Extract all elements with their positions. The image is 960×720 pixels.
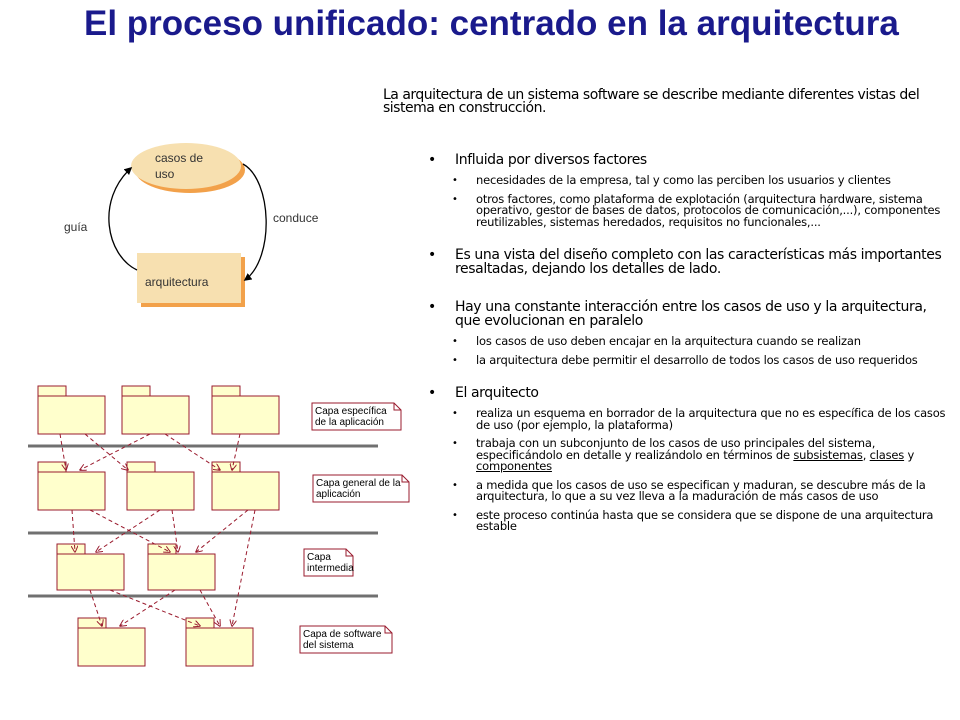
- layer-note: Capa intermedia: [303, 548, 354, 577]
- dependency-arrow: [171, 509, 178, 552]
- usecases-label: uso: [155, 167, 175, 181]
- drives-arrow: [242, 163, 267, 281]
- sub-bullet-item: la arquitectura debe permitir el desarro…: [428, 354, 948, 367]
- dependency-arrow: [109, 589, 200, 626]
- bullet-item: El arquitecto realiza un esquema en borr…: [428, 386, 948, 533]
- term-componentes: componentes: [476, 459, 552, 473]
- dependency-arrow: [89, 509, 170, 552]
- dependency-arrow: [80, 433, 151, 470]
- bullet-text: El arquitecto: [455, 385, 539, 401]
- usecases-node: [131, 143, 241, 189]
- bullet-item: Es una vista del diseño completo con las…: [428, 248, 948, 276]
- architecture-node: [137, 253, 241, 303]
- package-icon: [77, 617, 146, 667]
- sub-bullet-text: trabaja con un subconjunto de los casos …: [476, 436, 876, 462]
- sub-bullet-list: realiza un esquema en borrador de la arq…: [428, 407, 948, 533]
- sub-bullet-item: realiza un esquema en borrador de la arq…: [428, 407, 948, 431]
- dependency-arrow: [164, 433, 220, 470]
- sub-bullet-item: otros factores, como plataforma de explo…: [428, 193, 948, 229]
- layer-diagram: Capa específica de la aplicación Capa ge…: [28, 385, 410, 667]
- bullet-list: Influida por diversos factores necesidad…: [428, 153, 948, 553]
- term-separator: y: [904, 447, 915, 462]
- cycle-diagram: casos de uso arquitectura guía conduce: [64, 143, 319, 307]
- layer-note: Capa general de la aplicación: [312, 474, 410, 503]
- term-subsistemas: subsistemas: [793, 447, 863, 462]
- package-icon: [37, 385, 106, 435]
- sub-bullet-item: a medida que los casos de uso se especif…: [428, 479, 948, 503]
- layer-note: Capa específica de la aplicación: [311, 402, 402, 431]
- dependency-arrow: [196, 509, 249, 552]
- sub-bullet-item: los casos de uso deben encajar en la arq…: [428, 335, 948, 348]
- dependency-arrow: [89, 589, 102, 626]
- sub-bullet-list: los casos de uso deben encajar en la arq…: [428, 335, 948, 367]
- guides-label: guía: [64, 220, 88, 234]
- sub-bullet-item: este proceso continúa hasta que se consi…: [428, 509, 948, 533]
- package-icon: [56, 543, 125, 591]
- bullet-item: Influida por diversos factores necesidad…: [428, 153, 948, 228]
- package-icon: [37, 461, 106, 511]
- package-icon: [147, 543, 216, 591]
- sub-bullet-list: necesidades de la empresa, tal y como la…: [428, 174, 948, 229]
- bullet-text: Es una vista del diseño completo con las…: [455, 247, 942, 277]
- dependency-arrow: [120, 589, 176, 626]
- note-text: intermedia: [307, 563, 354, 574]
- note-text: Capa: [307, 552, 331, 563]
- bullet-text: Hay una constante interacción entre los …: [455, 299, 927, 329]
- dependency-arrow: [72, 509, 75, 552]
- intro-paragraph: La arquitectura de un sistema software s…: [383, 87, 920, 116]
- dependency-arrow: [232, 433, 241, 470]
- note-text: Capa general de la: [316, 478, 401, 489]
- drives-label: conduce: [273, 211, 319, 225]
- package-icon: [126, 461, 195, 511]
- slide-title: El proceso unificado: centrado en la arq…: [84, 4, 899, 43]
- dependency-arrow: [59, 433, 66, 470]
- bullet-item: Hay una constante interacción entre los …: [428, 300, 948, 366]
- note-text: Capa específica: [315, 406, 387, 417]
- package-icon: [211, 385, 280, 435]
- package-icon: [121, 385, 190, 435]
- package-icon: [211, 461, 280, 511]
- note-text: del sistema: [303, 640, 354, 651]
- usecases-label: casos de: [155, 151, 203, 165]
- note-text: aplicación: [316, 489, 360, 500]
- note-text: Capa de software: [303, 629, 382, 640]
- dependency-arrow: [96, 509, 161, 552]
- term-separator: ,: [862, 447, 870, 462]
- guides-arrow: [108, 166, 138, 271]
- dependency-arrow: [84, 433, 128, 470]
- note-text: de la aplicación: [315, 417, 384, 428]
- sub-bullet-item: necesidades de la empresa, tal y como la…: [428, 174, 948, 187]
- dependency-arrow: [232, 509, 256, 626]
- package-icon: [185, 617, 254, 667]
- term-clases: clases: [869, 447, 905, 462]
- architecture-label: arquitectura: [145, 275, 209, 289]
- layer-note: Capa de software del sistema: [299, 625, 393, 654]
- bullet-text: Influida por diversos factores: [455, 152, 647, 168]
- sub-bullet-item: trabaja con un subconjunto de los casos …: [428, 436, 948, 473]
